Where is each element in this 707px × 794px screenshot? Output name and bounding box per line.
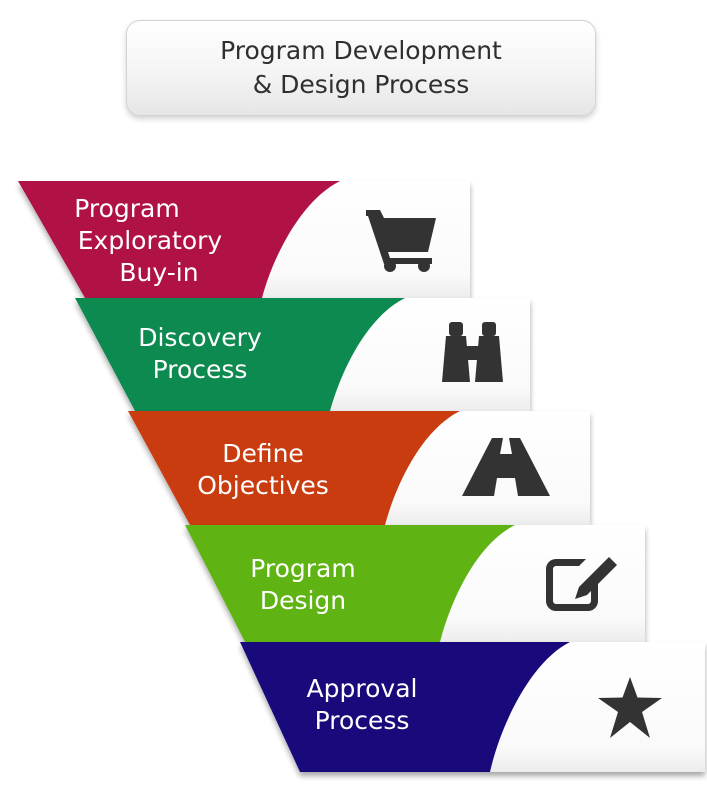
stage-label-line: Exploratory xyxy=(78,226,223,255)
stage-label-line: Program xyxy=(250,554,355,583)
stage-label-line: Process xyxy=(315,706,410,735)
stage-label-line: Process xyxy=(153,355,248,384)
stage-label-line: Buy-in xyxy=(119,258,198,287)
road-icon xyxy=(462,438,550,496)
stage-color-band xyxy=(240,642,570,772)
edit-icon xyxy=(546,557,617,611)
stage-label-line: Design xyxy=(260,586,346,615)
title-box: Program Development & Design Process xyxy=(126,20,596,116)
title-line-1: Program Development xyxy=(220,36,502,65)
stage-color-band xyxy=(185,525,515,642)
stage-label-line: Program xyxy=(74,194,179,223)
stage-color-band xyxy=(128,411,460,525)
star-icon xyxy=(598,677,662,738)
title-line-2: & Design Process xyxy=(252,70,470,99)
stage-color-band xyxy=(18,181,340,298)
shopping-cart-icon xyxy=(366,210,436,272)
stage-label-line: Approval xyxy=(307,674,418,703)
stage-color-band xyxy=(75,298,405,411)
binoculars-icon xyxy=(442,322,503,382)
stage-label-line: Discovery xyxy=(138,323,262,352)
stage-label-line: Define xyxy=(222,439,304,468)
stage-label-line: Objectives xyxy=(197,471,329,500)
